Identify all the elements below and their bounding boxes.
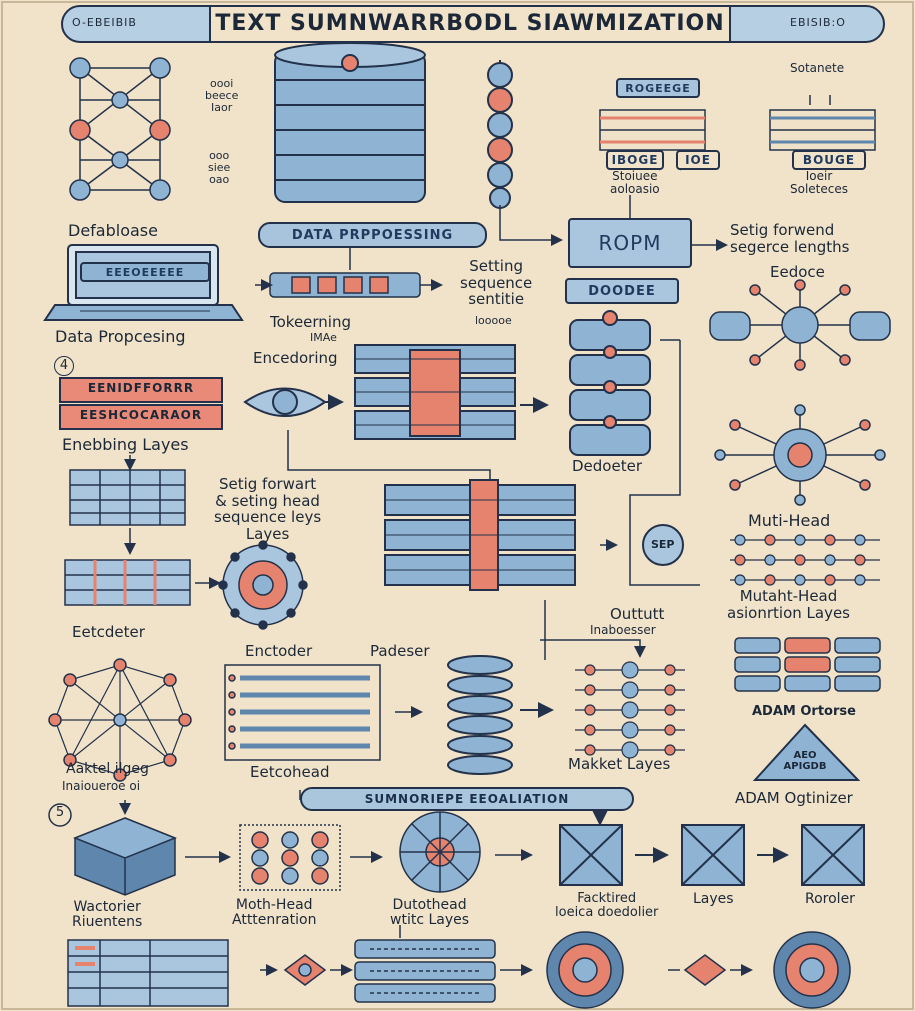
adam-ortorse-label: ADAM Ortorse <box>752 705 856 719</box>
bead-column <box>488 60 512 208</box>
decoter-label: Dedoeter <box>572 458 642 475</box>
aaikel-label: Aaktel ilgeg <box>66 762 149 777</box>
data-processing-label: Data Propcesing <box>55 328 186 346</box>
setig-head-label: Setig forwart & seting head sequence ley… <box>214 476 321 542</box>
db-side-note: oooi beece Iaor <box>205 78 238 114</box>
bouge-box: BOUGE <box>792 150 866 170</box>
tokeerning-sub: IMAe <box>310 332 337 344</box>
laptop-screen-text: EEEOEEEEE <box>80 262 210 282</box>
makket-layes-label: Makket Layes <box>568 756 670 773</box>
bottom-table <box>68 940 228 1006</box>
marker-4: 4 <box>54 356 74 376</box>
polyhedron-icon <box>75 800 228 895</box>
mothhead-label: Moth-Head Atttenration <box>232 898 316 929</box>
bottom-flower-2 <box>774 932 850 1008</box>
cube-stack-center <box>385 480 575 590</box>
tokenization-bar <box>255 248 440 297</box>
rogeege-box: ROGEEGE <box>616 78 700 98</box>
page-title: TEXT SUMNWARRBODL SIAWMIZATION <box>215 12 725 36</box>
data-processing-pill: DATA PRPPOESSING <box>258 222 487 248</box>
encoder-bars-left <box>65 560 218 605</box>
defabloase-label: Defabloase <box>68 222 158 240</box>
db-side-note-2: ooo siee oao <box>208 150 230 186</box>
bead-ladder <box>575 662 685 758</box>
bottom-bar-stack <box>355 925 530 1002</box>
bottom-diamond-2 <box>668 955 750 985</box>
padeser-label: Padeser <box>370 643 430 660</box>
adam-triangle-text: AEO APIGDB <box>776 750 834 772</box>
coil-icon <box>448 656 550 774</box>
setting-sequence-sub: looooe <box>475 315 512 327</box>
marker-5: 5 <box>51 806 69 820</box>
database-stack <box>275 43 425 202</box>
fackired-label: Facktired loeica doedolier <box>555 892 658 921</box>
eetcohead-label: Eetcohead <box>250 764 329 781</box>
x-boxes <box>560 808 864 885</box>
network-nodes-top-left <box>70 58 170 200</box>
outtutt-sub: Inaboesser <box>590 624 656 637</box>
ioe-box: IOE <box>676 150 720 170</box>
enebbing-label: Enebbing Layes <box>62 436 189 454</box>
outtutt-label: Outtutt <box>610 606 664 623</box>
sotanete-label: Sotanete <box>790 62 844 75</box>
bottom-flower-1 <box>547 932 623 1008</box>
fan-disc-icon <box>400 812 530 892</box>
title-deco-right: EBISIB:O <box>790 17 846 29</box>
encoder-hub-top-right <box>710 280 890 370</box>
eeshco-box-text: EESHCOCARAOR <box>60 409 222 422</box>
setig-forwend-label: Setig forwend segerce lengths <box>730 222 850 255</box>
flower-node-mid <box>219 541 307 629</box>
setting-sequence-label: Setting sequence sentitie <box>460 258 532 308</box>
multihead-hub <box>715 405 885 505</box>
laptop-illustration <box>45 245 242 320</box>
decoder-cylinders <box>570 311 650 455</box>
encodering-label: Encedoring <box>253 350 338 367</box>
eenid-box-text: EENIDFFORRR <box>60 382 222 395</box>
network-graph-top-left <box>80 68 160 190</box>
iboge-box: IBOGE <box>606 150 664 170</box>
soleteces-label: Ioeir Soleteces <box>790 170 848 196</box>
bottom-diamond <box>260 955 350 985</box>
layes-label: Layes <box>693 892 734 907</box>
cube-stack-middle <box>355 345 545 439</box>
ropm-box: ROPM <box>568 218 692 268</box>
eetcdeer-label: Eetcdeter <box>72 624 145 641</box>
title-deco-left: O-EBEIBIB <box>72 17 137 29</box>
outothead-label: Dutothead wtitc Layes <box>390 898 469 929</box>
eedoce-label: Eedoce <box>770 264 825 281</box>
mutihead-label: Muti-Head <box>748 512 830 530</box>
sep-text: SEP <box>651 539 675 551</box>
tokeerning-label: Tokeerning <box>270 314 351 331</box>
token-grid-right <box>735 638 880 691</box>
mutahhead-label: Mutaht-Head asionrtion Layes <box>727 588 850 621</box>
wactorier-label: Wactorier Riuentens <box>72 900 142 931</box>
attention-bead-rows <box>730 535 880 585</box>
aaikel-sub: Inaioueroe oi <box>62 780 140 793</box>
encoder-label: Enctoder <box>245 643 312 660</box>
encoder-striped-bars <box>225 665 420 760</box>
roroler-label: Roroler <box>805 892 855 907</box>
dooder-box: DOODEE <box>565 278 679 304</box>
adam-optimizer-label: ADAM Ogtinizer <box>735 790 853 807</box>
multihead-knot <box>240 825 380 890</box>
stoiuee-label: Stoiuee aoloasio <box>610 170 660 196</box>
summarization-evaluation-pill: SUMNORIEPE EEOALIATION <box>300 787 634 811</box>
matrix-table-left <box>70 455 185 552</box>
